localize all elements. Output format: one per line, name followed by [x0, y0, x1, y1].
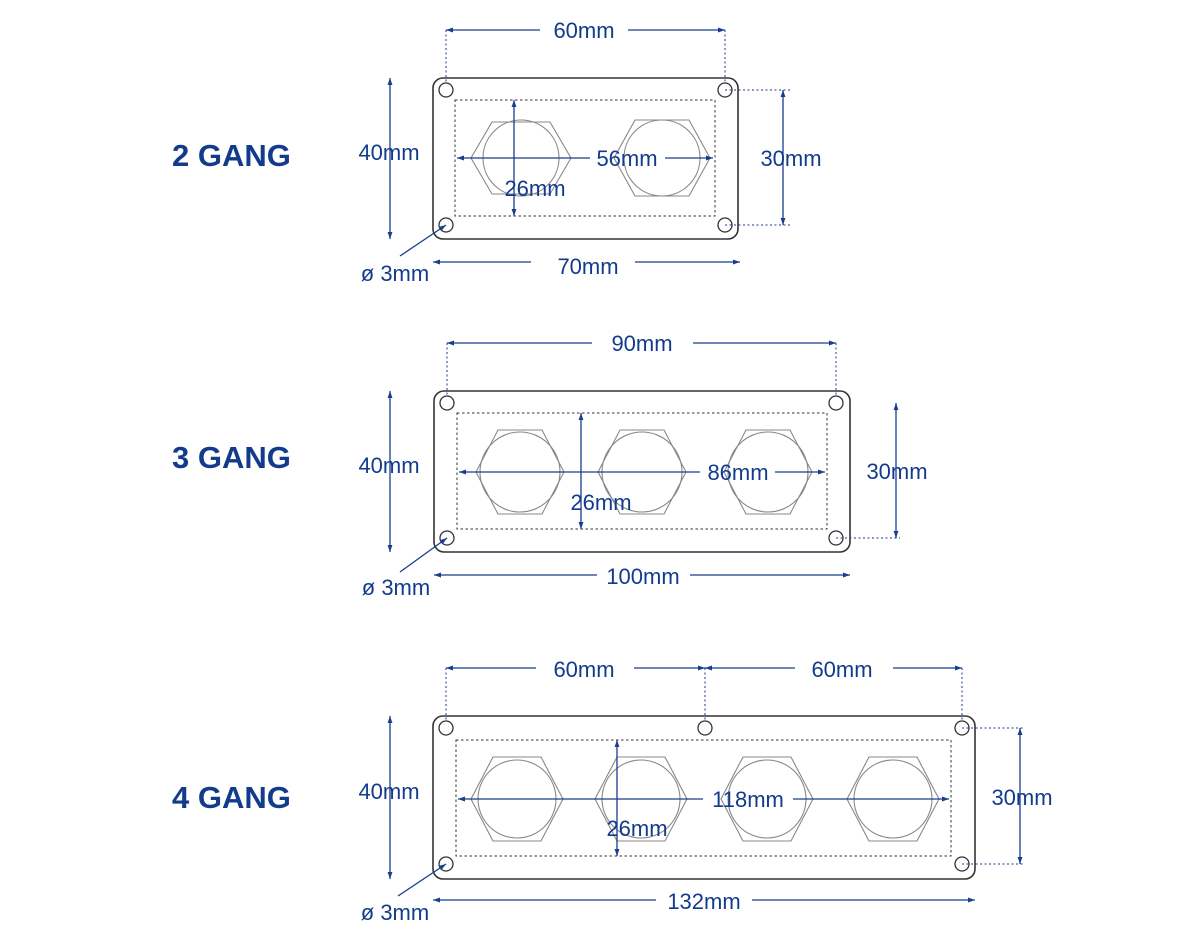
panel-plate [432, 715, 976, 880]
hole-diameter-label: ø 3mm [361, 261, 429, 286]
hole-vertical-label: 30mm [991, 785, 1052, 810]
mounting-hole [439, 395, 455, 411]
hex-nut [613, 119, 711, 197]
panel-title: 4 GANG [172, 780, 291, 815]
hole-spacing-left-label: 60mm [553, 657, 614, 682]
height-label: 40mm [358, 453, 419, 478]
cutout-outline [454, 99, 716, 217]
hole-vertical-label: 30mm [866, 459, 927, 484]
span-label: 56mm [596, 146, 657, 171]
mounting-hole [438, 720, 454, 736]
mounting-hole [438, 82, 454, 98]
hole-vertical-label: 30mm [760, 146, 821, 171]
height-label: 40mm [358, 779, 419, 804]
mounting-hole [697, 720, 713, 736]
cutout-outline [456, 412, 828, 530]
nut-size-label: 26mm [504, 176, 565, 201]
nut-size-label: 26mm [606, 816, 667, 841]
hole-spacing-label: 60mm [553, 18, 614, 43]
cutout-outline [455, 739, 952, 857]
height-label: 40mm [358, 140, 419, 165]
hole-diameter-label: ø 3mm [362, 575, 430, 600]
panel-4-gang: 4 GANG 60mm [172, 657, 1053, 925]
hole-spacing-right-label: 60mm [811, 657, 872, 682]
panel-3-gang: 3 GANG 90mm 40mm 30mm [172, 331, 928, 600]
total-width-label: 70mm [557, 254, 618, 279]
panel-title: 3 GANG [172, 440, 291, 475]
hex-nut [720, 756, 814, 842]
span-label: 118mm [712, 787, 784, 812]
total-width-label: 132mm [667, 889, 740, 914]
total-width-label: 100mm [606, 564, 679, 589]
hole-diameter-label: ø 3mm [361, 900, 429, 925]
nut-size-label: 26mm [570, 490, 631, 515]
hole-spacing-label: 90mm [611, 331, 672, 356]
mounting-hole [828, 395, 844, 411]
span-label: 86mm [707, 460, 768, 485]
panel-2-gang: 2 GANG 60mm 40mm 30mm 5 [172, 18, 822, 286]
panel-title: 2 GANG [172, 138, 291, 173]
